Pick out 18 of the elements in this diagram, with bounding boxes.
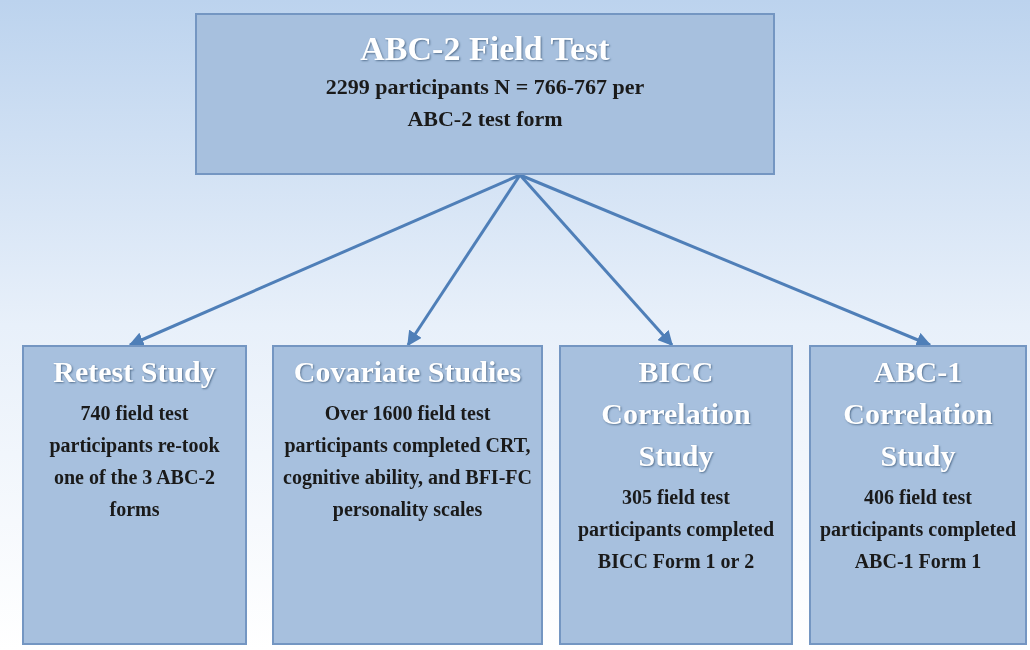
box-description: Over 1600 field test participants completed CRT, cognitive ability, and BFI-FC personality scales — [282, 401, 533, 523]
arrow — [128, 173, 521, 347]
box-heading: Covariate Studies — [293, 354, 522, 390]
study-box — [195, 13, 775, 175]
arrow — [406, 174, 522, 347]
study-box — [272, 345, 543, 645]
box-description: 2299 participants N = 766-767 per ABC-2 test form — [324, 73, 646, 133]
study-box — [809, 345, 1027, 645]
box-heading: ABC-1 Correlation Study — [842, 354, 994, 474]
box-description: 406 field test participants completed ABC-1 Form 1 — [819, 485, 1017, 574]
arrow — [518, 174, 674, 347]
box-heading: ABC-2 Field Test — [360, 29, 610, 69]
study-box — [559, 345, 793, 645]
study-box — [22, 345, 247, 645]
box-heading: Retest Study — [53, 354, 216, 390]
box-heading: BICC Correlation Study — [600, 354, 752, 474]
box-description: 740 field test participants re-took one of the 3 ABC-2 forms — [48, 401, 221, 522]
box-description: 305 field test participants completed BICC Form 1 or 2 — [576, 485, 776, 574]
